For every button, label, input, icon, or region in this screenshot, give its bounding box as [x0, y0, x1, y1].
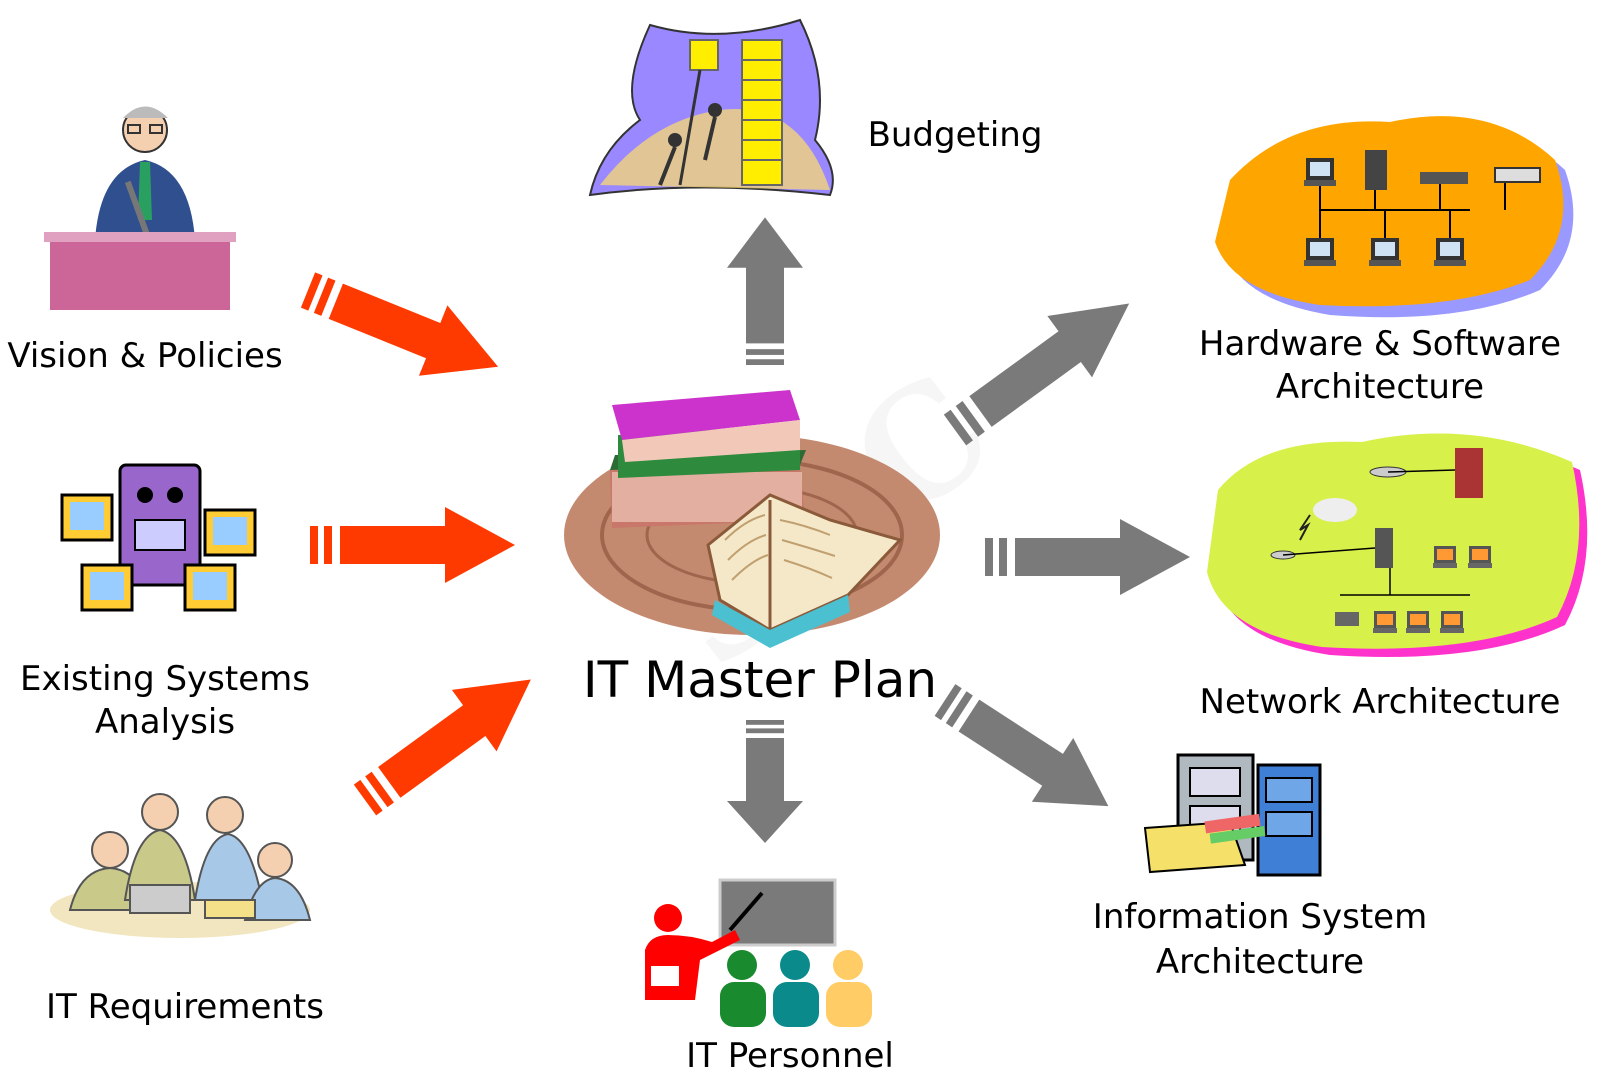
label-hardware-software: Hardware & Software: [1198, 324, 1562, 364]
label-existing-systems: Existing Systems: [20, 659, 310, 699]
network-diagram-icon: [1207, 433, 1588, 657]
label-network-architecture: Network Architecture: [1199, 682, 1561, 722]
label-it-requirements: IT Requirements: [46, 987, 324, 1027]
arrow-requirements-to-plan: [342, 648, 554, 831]
arrow-plan-to-personnel: [727, 720, 803, 843]
coin-stack-icon: [588, 18, 834, 197]
computer-systems-icon: [60, 463, 257, 612]
label-vision-policies: Vision & Policies: [7, 336, 283, 376]
arrow-plan-to-budgeting: [727, 217, 803, 365]
arrow-vision-to-plan: [293, 254, 513, 403]
filing-cabinet-icon: [1143, 753, 1322, 877]
label-information-system: Information System: [1092, 897, 1428, 937]
training-presentation-icon: [645, 878, 872, 1027]
speaker-at-podium-icon: [44, 106, 236, 310]
label-information-system-2: Architecture: [1155, 942, 1365, 982]
arrow-plan-to-hardware: [932, 272, 1152, 461]
team-meeting-icon: [50, 793, 312, 938]
label-hardware-software-2: Architecture: [1275, 367, 1485, 407]
arrow-systems-to-plan: [310, 507, 515, 583]
hardware-network-icon: [1215, 116, 1574, 318]
label-budgeting: Budgeting: [867, 115, 1043, 155]
arrow-plan-to-network: [985, 519, 1190, 595]
label-it-personnel: IT Personnel: [686, 1036, 894, 1076]
label-existing-systems-2: Analysis: [94, 702, 236, 742]
books-icon: [564, 390, 940, 648]
center-title: IT Master Plan: [582, 651, 938, 709]
